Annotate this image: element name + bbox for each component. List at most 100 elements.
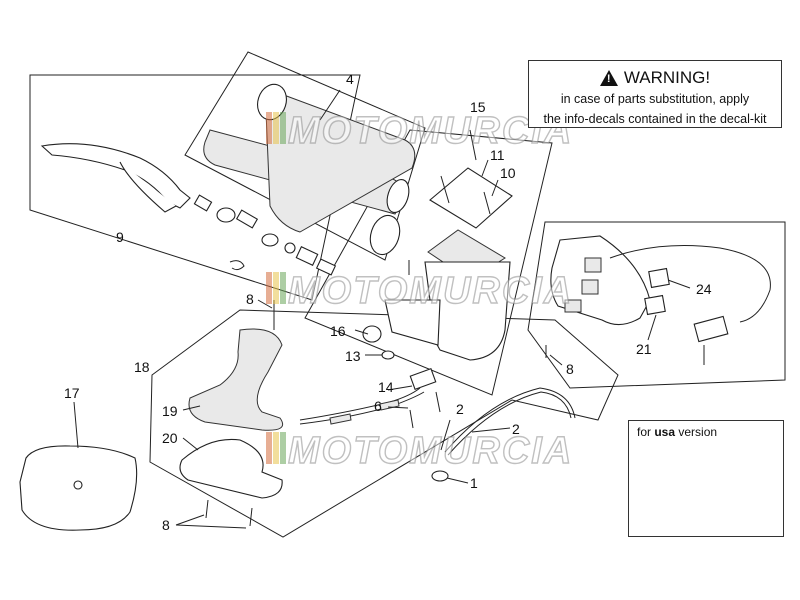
- callout-21: 21: [636, 341, 652, 357]
- callout-13: 13: [345, 348, 361, 364]
- cover-screw-right: [249, 507, 253, 527]
- cable-connector-a: [329, 413, 352, 425]
- watermark-3-bar-a: [266, 432, 272, 464]
- switch-group-outline: [527, 221, 786, 389]
- callout-2-right: 2: [512, 421, 520, 437]
- watermark-1-text: MOTOMURCIA: [288, 110, 573, 152]
- cap-screw-left: [440, 175, 450, 204]
- warning-heading: ! WARNING!: [529, 68, 781, 88]
- callout-6: 6: [374, 398, 382, 414]
- callout-24: 24: [696, 281, 712, 297]
- lever-pin: [193, 194, 213, 212]
- leader-17: [73, 401, 79, 449]
- master-cylinder-parts: [354, 129, 513, 361]
- leader-15: [469, 129, 477, 161]
- leader-8-top: [257, 299, 273, 309]
- leader-8-right: [549, 354, 563, 366]
- master-cylinder-clamp: [384, 299, 441, 346]
- lever-spring: [261, 233, 279, 247]
- bag-button: [73, 480, 83, 490]
- grip-group-outline: [184, 51, 426, 261]
- callout-16: 16: [330, 323, 346, 339]
- switch-24: [648, 267, 670, 289]
- stop-switch: [409, 367, 437, 391]
- usa-label-suffix: version: [675, 425, 718, 439]
- callout-19: 19: [162, 403, 178, 419]
- wiring-connector: [693, 315, 729, 343]
- leader-1: [446, 477, 469, 484]
- callout-17: 17: [64, 385, 80, 401]
- watermark-2-bar-b: [273, 272, 279, 304]
- warning-triangle-icon: !: [599, 70, 618, 86]
- lower-cover: [179, 438, 283, 499]
- callout-20: 20: [162, 430, 178, 446]
- brake-lever: [40, 143, 191, 209]
- watermark-1-bar-b: [273, 112, 279, 144]
- callout-4: 4: [346, 71, 354, 87]
- warning-line-1: in case of parts substitution, apply: [560, 92, 750, 106]
- watermark-2-bar-a: [266, 272, 272, 304]
- switch-screw-2: [409, 409, 414, 429]
- callout-14: 14: [378, 379, 394, 395]
- watermark-1-bar-a: [266, 112, 272, 144]
- leader-20: [182, 437, 199, 451]
- protective-bag: [19, 401, 138, 531]
- warning-line-2: the info-decals contained in the decal-k…: [543, 112, 767, 126]
- grip-right-end: [369, 214, 401, 256]
- lever-bushing: [216, 207, 236, 223]
- reservoir-cap: [429, 167, 513, 229]
- handlebar-grips: [203, 83, 416, 256]
- reservoir-plug: [362, 325, 382, 343]
- housing-button-1: [584, 257, 602, 273]
- grip-left-end: [386, 178, 410, 214]
- cover-screw-left: [205, 499, 209, 519]
- usa-label-prefix: for: [637, 425, 655, 439]
- upper-cover: [188, 328, 284, 431]
- leader-4: [319, 89, 341, 121]
- brake-hose: [444, 387, 576, 453]
- leader-8-bottom-right: [175, 524, 247, 529]
- watermark-1: MOTOMURCIA: [266, 109, 573, 153]
- cover-parts: [175, 299, 284, 529]
- callout-18: 18: [134, 359, 150, 375]
- watermark-2-text: MOTOMURCIA: [288, 270, 573, 312]
- warning-title: WARNING!: [623, 68, 711, 87]
- switch-screw-1: [435, 391, 441, 413]
- switch-housing-parts: [545, 235, 771, 366]
- watermark-3-bar-b: [273, 432, 279, 464]
- callout-10: 10: [500, 165, 516, 181]
- lever-bolt: [235, 209, 259, 229]
- cap-screw-right: [483, 191, 491, 215]
- usa-label-bold: usa: [654, 425, 676, 439]
- lever-adjuster: [295, 246, 319, 266]
- callout-8-bottom: 8: [162, 517, 170, 533]
- leader-11: [481, 159, 489, 177]
- leader-6: [387, 406, 409, 409]
- warning-box: ! WARNING! in case of parts substitution…: [528, 60, 782, 128]
- usa-version-label: for usa version: [637, 425, 717, 439]
- watermark-3: MOTOMURCIA: [266, 429, 572, 473]
- callout-8-top: 8: [246, 291, 254, 307]
- leader-8-bottom-left: [175, 514, 205, 526]
- leader-24: [667, 279, 691, 289]
- leader-19: [182, 405, 201, 411]
- leader-2-left: [440, 419, 451, 451]
- leader-14: [387, 385, 413, 391]
- watermark-3-bar-c: [280, 432, 286, 464]
- watermark-2-bar-c: [280, 272, 286, 304]
- callout-9: 9: [116, 229, 124, 245]
- usa-version-box: for usa version: [628, 420, 784, 537]
- watermarks: MOTOMURCIA MOTOMURCIA MOTOMURCIA: [266, 109, 573, 473]
- housing-button-3: [564, 299, 582, 313]
- lever-group-outline: [29, 74, 361, 301]
- switch-and-cables: [299, 367, 576, 484]
- lever-nut: [315, 258, 337, 276]
- leader-10: [491, 179, 499, 197]
- callout-1: 1: [470, 475, 478, 491]
- brake-hose-inner: [447, 391, 572, 456]
- lever-washer: [284, 242, 296, 254]
- wiring-loom: [609, 245, 771, 323]
- lever-clip: [229, 260, 245, 271]
- leader-16: [354, 329, 369, 335]
- callout-8-right: 8: [566, 361, 574, 377]
